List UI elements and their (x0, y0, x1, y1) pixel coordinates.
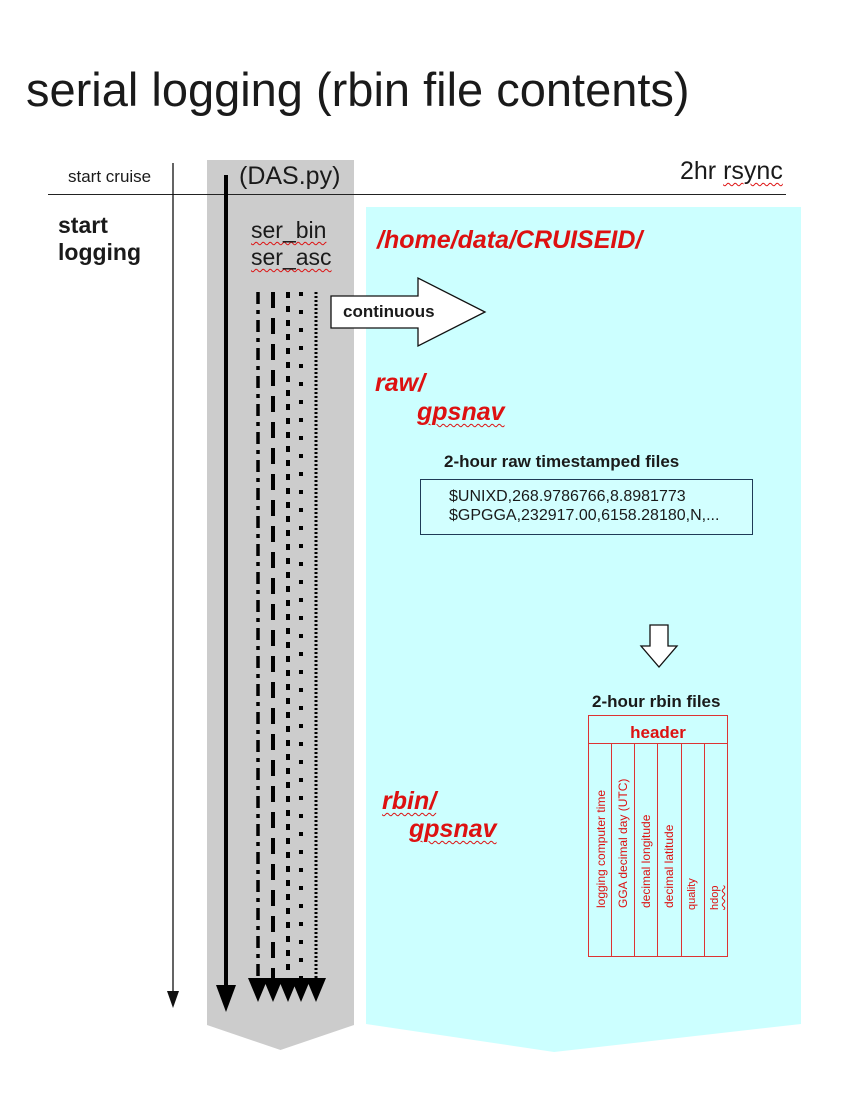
raw-files-sample-box: $UNIXD,268.9786766,8.8981773 $GPGGA,2329… (420, 479, 753, 535)
rbin-column: GGA decimal day (UTC) (611, 743, 635, 956)
serial-programs: ser_bin ser_asc (251, 217, 332, 271)
header-divider (48, 194, 786, 195)
rbin-dir-label: rbin/ (382, 787, 437, 815)
rsync-label: 2hr rsync (680, 157, 783, 185)
raw-files-title: 2-hour raw timestamped files (444, 452, 680, 471)
time-axis-arrow (167, 163, 179, 1008)
logging-streams (216, 175, 326, 1012)
rbin-column-label: decimal latitude (662, 824, 676, 908)
rbin-column-label: decimal longitude (639, 814, 653, 908)
raw-dir-label: raw/ (375, 369, 426, 397)
rbin-column: quality (681, 743, 705, 956)
rbin-header-cell: header (589, 716, 727, 744)
raw-gpsnav-label: gpsnav (417, 398, 505, 426)
data-path: /home/data/CRUISEID/ (377, 226, 643, 254)
page-title: serial logging (rbin file contents) (26, 63, 690, 116)
rbin-gpsnav-label: gpsnav (409, 815, 497, 843)
ser-bin-label: ser_bin (251, 217, 327, 243)
conversion-down-arrow (639, 624, 679, 668)
rbin-column: decimal longitude (634, 743, 658, 956)
continuous-label: continuous (343, 302, 435, 321)
rbin-column: decimal latitude (657, 743, 682, 956)
rbin-column: hdop (704, 743, 727, 956)
rbin-column-label: quality (686, 878, 698, 910)
rbin-column: logging computer time (589, 743, 612, 956)
das-main-arrowhead (216, 985, 236, 1012)
das-column-background (207, 160, 354, 1050)
rbin-file-table: header logging computer time GGA decimal… (588, 715, 728, 957)
raw-line-gpgga: $GPGGA,232917.00,6158.28180,N,... (449, 507, 720, 524)
raw-line-unixd: $UNIXD,268.9786766,8.8981773 (449, 488, 686, 505)
rbin-column-label: hdop (709, 885, 721, 910)
rbin-files-title: 2-hour rbin files (592, 692, 721, 711)
continuous-arrow (330, 276, 487, 348)
rbin-column-label: logging computer time (594, 789, 608, 908)
ser-asc-label: ser_asc (251, 244, 332, 270)
rbin-column-label: GGA decimal day (UTC) (616, 778, 630, 908)
das-program-label: (DAS.py) (239, 162, 341, 190)
start-logging-label: start logging (58, 212, 142, 265)
start-cruise-label: start cruise (68, 167, 152, 186)
